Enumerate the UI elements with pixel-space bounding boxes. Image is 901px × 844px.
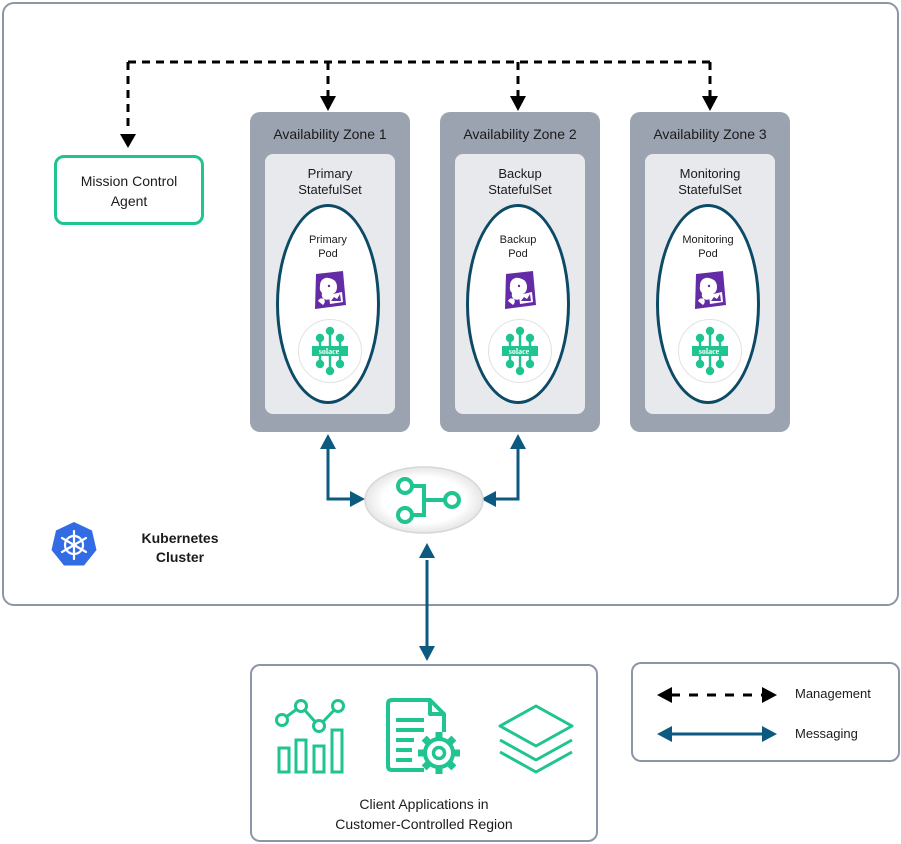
datadog-icon [315,271,346,309]
client-label-line-1: Client Applications in [359,796,489,812]
pod-title-line-2: Pod [318,248,338,260]
statefulset-title-line-2: StatefulSet [488,182,552,197]
management-legend-swatch [657,687,777,703]
management-arrowheads [120,96,718,148]
mission-control-label-line-2: Agent [110,193,148,209]
management-connector [126,60,712,128]
datadog-icon [505,271,536,309]
primary-statefulset: Primary StatefulSet Primary Pod [265,154,395,414]
backup-statefulset: Backup StatefulSet Backup Pod [455,154,585,414]
statefulset-title: Primary StatefulSet [265,166,395,198]
pod-title-line-2: Pod [698,248,718,260]
statefulset-title-line-1: Monitoring [679,166,741,181]
pod-title: Monitoring Pod [659,233,757,261]
cluster-label-line-2: Cluster [155,549,205,565]
solace-icon-container: solace [298,319,362,383]
legend-swatches [657,687,777,742]
availability-zone-3: Availability Zone 3 Monitoring StatefulS… [630,112,790,432]
solace-icon: solace [502,326,538,376]
pod-title: Backup Pod [469,233,567,261]
statefulset-title-line-1: Primary [307,166,353,181]
legend-messaging-label: Messaging [795,726,858,741]
pod-title: Primary Pod [279,233,377,261]
statefulset-title: Backup StatefulSet [455,166,585,198]
client-label-line-2: Customer-Controlled Region [335,816,513,832]
load-balancer [364,466,484,534]
svg-text:solace: solace [319,347,340,356]
mission-control-label-line-1: Mission Control [80,173,178,189]
monitoring-pod: Monitoring Pod [656,204,760,404]
legend: Management Messaging [631,662,900,762]
solace-icon: solace [692,326,728,376]
zone-title: Availability Zone 1 [273,126,387,142]
client-applications-box: Client Applications in Customer-Controll… [250,664,598,842]
mission-control-agent: Mission Control Agent [54,155,204,225]
analytics-chart-icon [275,699,345,774]
zone-title: Availability Zone 3 [653,126,767,142]
pod-title-line-2: Pod [508,248,528,260]
pod-title-line-1: Monitoring [682,234,734,246]
zone-title: Availability Zone 2 [463,126,577,142]
datadog-icon [695,271,726,309]
messaging-connector [326,448,520,648]
layers-icon [498,704,574,774]
statefulset-title-line-2: StatefulSet [678,182,742,197]
kubernetes-cluster-label: Kubernetes Cluster [120,529,240,567]
legend-management-label: Management [795,686,871,701]
kubernetes-helm-icon [51,522,97,566]
pod-title-line-1: Backup [499,234,537,246]
solace-icon-container: solace [488,319,552,383]
primary-pod: Primary Pod [276,204,380,404]
client-applications-label: Client Applications in Customer-Controll… [252,794,596,834]
svg-text:solace: solace [699,347,720,356]
cluster-label-line-1: Kubernetes [141,530,219,546]
availability-zone-2: Availability Zone 2 Backup StatefulSet B… [440,112,600,432]
statefulset-title-line-2: StatefulSet [298,182,362,197]
availability-zone-1: Availability Zone 1 Primary StatefulSet … [250,112,410,432]
monitoring-statefulset: Monitoring StatefulSet Monitoring Pod [645,154,775,414]
solace-icon: solace [312,326,348,376]
backup-pod: Backup Pod [466,204,570,404]
gear-icon [418,732,460,774]
svg-text:solace: solace [509,347,530,356]
load-balancer-icon [396,477,461,524]
messaging-arrowheads [320,434,526,661]
messaging-legend-swatch [657,726,777,742]
pod-title-line-1: Primary [309,234,347,246]
solace-icon-container: solace [678,319,742,383]
statefulset-title-line-1: Backup [498,166,542,181]
statefulset-title: Monitoring StatefulSet [645,166,775,198]
document-gear-icon [386,698,460,774]
